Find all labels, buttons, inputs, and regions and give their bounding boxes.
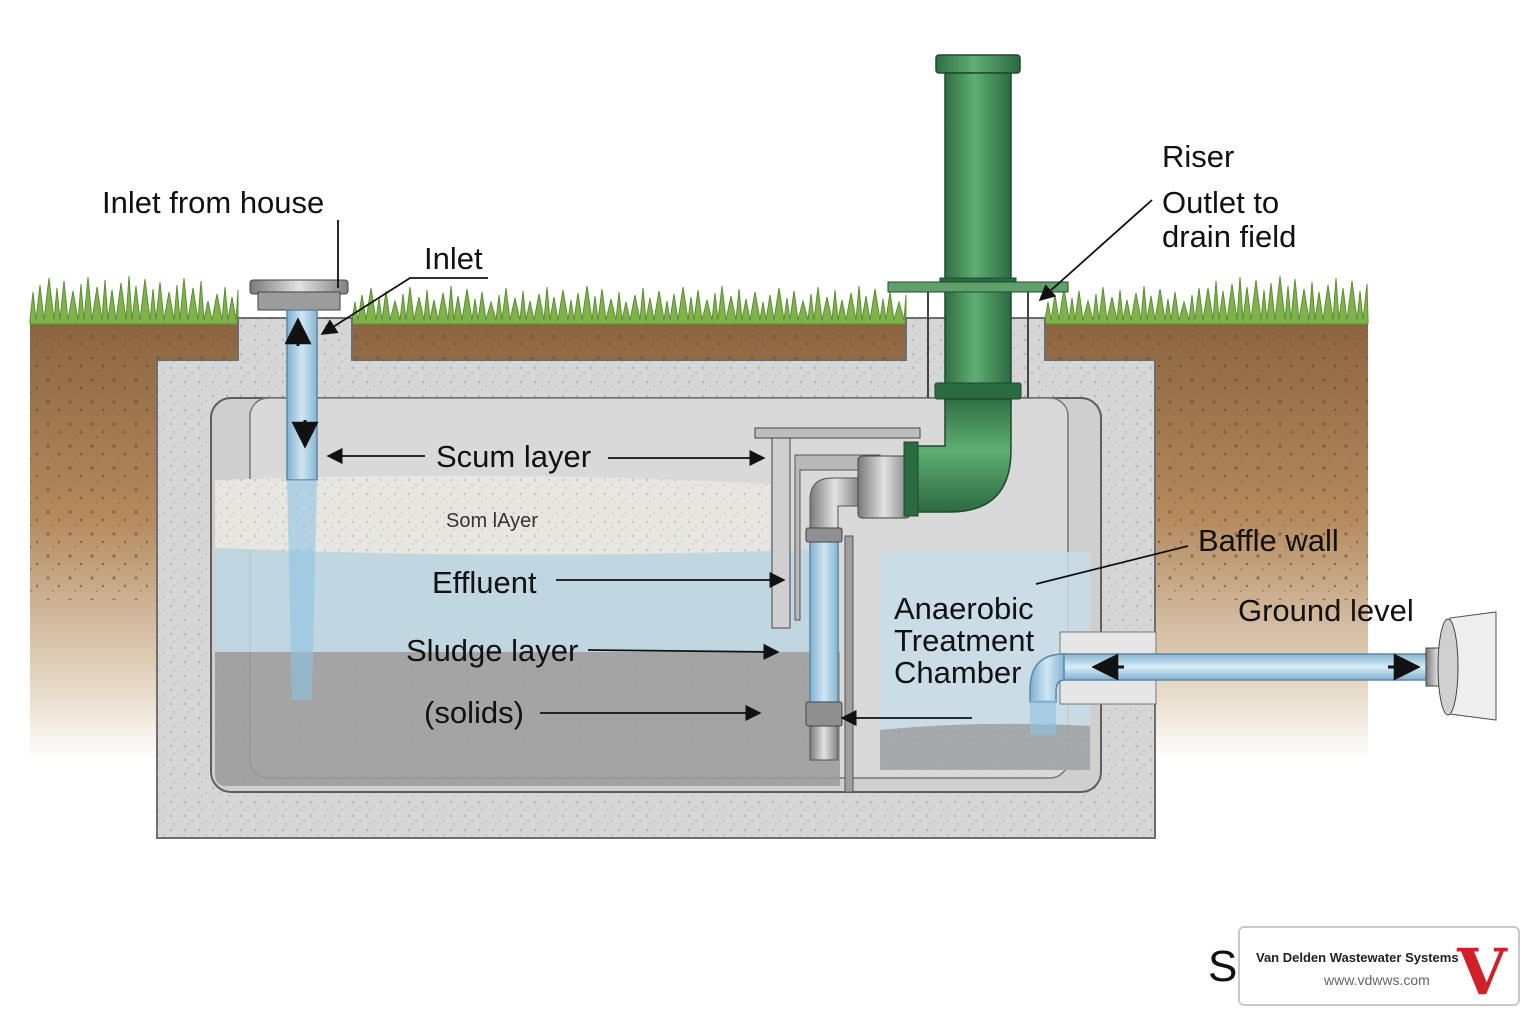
leader-lines xyxy=(320,199,1189,727)
label-ground-level: Ground level xyxy=(1238,593,1414,628)
leader-sludge xyxy=(587,643,780,660)
brand-url: www.vdwws.com xyxy=(1324,972,1430,988)
label-inlet: Inlet xyxy=(424,241,483,276)
outlet-pipe xyxy=(1029,611,1497,734)
stray-letter: S xyxy=(1208,942,1238,991)
label-scum-inner: Som lAyer xyxy=(446,510,538,532)
label-outlet-line1: Outlet to xyxy=(1162,185,1280,220)
effluent-band xyxy=(215,548,840,652)
label-anaerobic-line3: Chamber xyxy=(894,655,1022,690)
label-anaerobic-line2: Treatment xyxy=(894,623,1035,658)
brand-name: Van Delden Wastewater Systems xyxy=(1256,950,1459,965)
riser-pipe xyxy=(887,54,1069,517)
label-riser: Riser xyxy=(1162,139,1235,174)
label-effluent: Effluent xyxy=(432,565,537,600)
leader-baffle xyxy=(1035,545,1189,585)
tank-layers xyxy=(215,475,840,786)
brand-logo-letter: V xyxy=(1456,935,1508,1004)
label-sludge-layer: Sludge layer xyxy=(406,633,579,668)
label-baffle-wall: Baffle wall xyxy=(1198,523,1339,558)
inlet-pipe xyxy=(249,279,349,700)
label-scum-layer: Scum layer xyxy=(436,439,592,474)
brand-badge[interactable]: Van Delden Wastewater Systems www.vdwws.… xyxy=(1238,926,1520,1006)
leader-inlet xyxy=(320,277,488,335)
label-inlet-from-house: Inlet from house xyxy=(102,185,325,220)
brand-logo-icon: V xyxy=(1456,935,1508,1004)
leader-outlet xyxy=(1038,199,1153,302)
label-solids: (solids) xyxy=(424,695,524,730)
grass-strip xyxy=(29,275,1369,325)
label-anaerobic-line1: Anaerobic xyxy=(894,591,1034,626)
label-outlet-line2: drain field xyxy=(1162,219,1297,254)
